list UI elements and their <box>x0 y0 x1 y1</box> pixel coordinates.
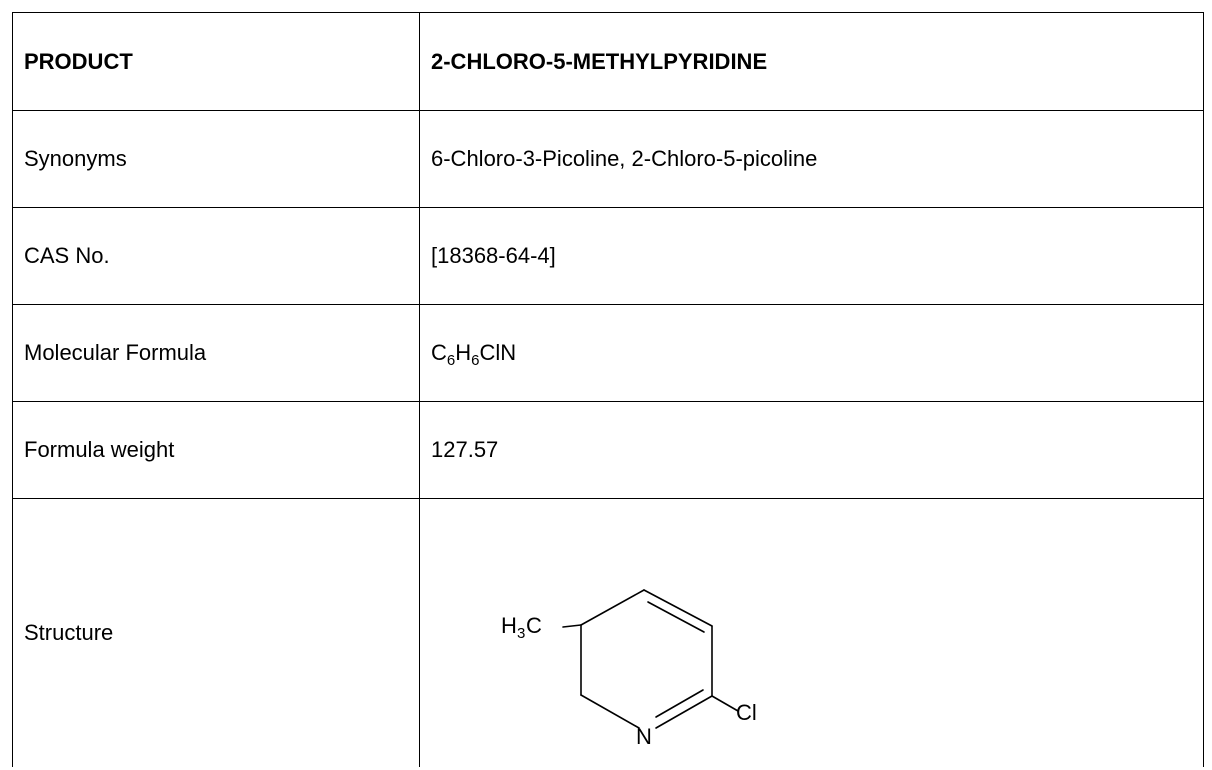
table-row-synonyms: Synonyms 6-Chloro-3-Picoline, 2-Chloro-5… <box>12 110 1204 208</box>
chemical-structure-diagram: H 3 C N Cl <box>501 589 757 749</box>
atom-nitrogen: N <box>636 724 652 749</box>
structure-cell: H 3 C N Cl <box>419 498 1204 767</box>
synonyms-value: 6-Chloro-3-Picoline, 2-Chloro-5-picoline <box>419 110 1204 208</box>
bond-methyl <box>562 624 582 628</box>
bond-n-c6 <box>580 694 640 729</box>
synonyms-label: Synonyms <box>12 110 420 208</box>
bond-chlorine <box>711 695 739 712</box>
formula-hydrogen: H <box>455 340 472 365</box>
formula-carbon: C <box>431 340 447 365</box>
bond-c4-c3-inner <box>647 601 705 633</box>
table-row-formula-weight: Formula weight 127.57 <box>12 401 1204 499</box>
atom-methyl-h: H <box>501 613 517 638</box>
cas-label: CAS No. <box>12 207 420 305</box>
molecular-formula-label: Molecular Formula <box>12 304 420 402</box>
table-row-molecular-formula: Molecular Formula C6H6ClN <box>12 304 1204 402</box>
formula-weight-label: Formula weight <box>12 401 420 499</box>
formula-hydrogen-count: 6 <box>471 352 480 369</box>
formula-carbon-count: 6 <box>446 352 456 369</box>
bond-c5-c4 <box>580 589 645 626</box>
product-spec-table: PRODUCT 2-CHLORO-5-METHYLPYRIDINE Synony… <box>12 12 1204 767</box>
bond-c4-c3 <box>643 589 713 627</box>
atom-chlorine: Cl <box>736 700 757 725</box>
cas-value: [18368-64-4] <box>419 207 1204 305</box>
table-row-structure: Structure H 3 <box>12 498 1204 767</box>
product-label: PRODUCT <box>12 12 420 111</box>
product-name: 2-CHLORO-5-METHYLPYRIDINE <box>419 12 1204 111</box>
structure-label: Structure <box>12 498 420 767</box>
bond-c2-n <box>655 695 713 729</box>
formula-rest: ClN <box>479 340 517 365</box>
formula-weight-value: 127.57 <box>419 401 1204 499</box>
atom-methyl-sub: 3 <box>517 625 525 642</box>
table-header-row: PRODUCT 2-CHLORO-5-METHYLPYRIDINE <box>12 12 1204 111</box>
atom-methyl-c: C <box>526 613 542 638</box>
bond-c2-n-inner <box>655 689 704 718</box>
molecular-formula-value: C6H6ClN <box>419 304 1204 402</box>
table-row-cas: CAS No. [18368-64-4] <box>12 207 1204 305</box>
